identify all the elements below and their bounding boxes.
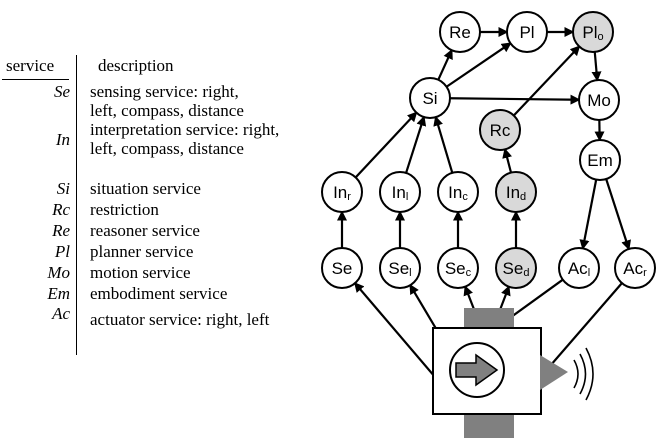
node-rc: Rc (479, 109, 521, 151)
node-inc-label: Inc (448, 183, 468, 204)
signal-wave-2 (579, 353, 587, 395)
node-ind-circle (495, 171, 537, 213)
node-pl-label: Pl (519, 23, 534, 42)
legend-desc-em: embodiment service (90, 284, 228, 303)
node-inl-circle (379, 171, 421, 213)
node-inr-label: Inr (333, 183, 351, 204)
node-si: Si (409, 77, 451, 119)
legend-table: service description Se sensing service: … (2, 55, 280, 355)
node-sel-circle (379, 247, 421, 289)
node-em-label: Em (587, 151, 613, 170)
node-inl: Inl (379, 171, 421, 213)
node-sel: Sel (379, 247, 421, 289)
legend-column-divider (76, 55, 77, 355)
node-sed: Sed (495, 247, 537, 289)
legend-abbr-se: Se (53, 82, 70, 101)
node-re: Re (439, 11, 481, 53)
edge-em-to-acr (605, 178, 631, 251)
node-rc-circle (479, 109, 521, 151)
edge-rc-to-plo (512, 45, 581, 117)
edge-inc-to-si (433, 115, 454, 174)
node-plo-label: Plo (582, 23, 603, 44)
legend-desc-in: interpretation service: right,left, comp… (90, 120, 280, 158)
node-pl: Pl (506, 11, 548, 53)
legend-desc-se: sensing service: right,left, compass, di… (90, 82, 244, 120)
node-acr-label: Acr (623, 259, 647, 280)
node-si-label: Si (422, 89, 437, 108)
legend-abbr-em: Em (47, 284, 70, 303)
node-mo-circle (578, 79, 620, 121)
legend-header-description: description (98, 56, 174, 75)
node-re-circle (439, 11, 481, 53)
node-sed-circle (495, 247, 537, 289)
node-acl-circle (558, 247, 600, 289)
node-inr: Inr (321, 171, 363, 213)
signal-wave-3 (585, 347, 594, 401)
edge-si-to-pl (445, 42, 512, 88)
legend-header-service: service (6, 56, 55, 75)
node-acr: Acr (614, 247, 656, 289)
node-acr-circle (614, 247, 656, 289)
node-inc-circle (437, 171, 479, 213)
node-rc-label: Rc (490, 121, 511, 140)
legend-header-divider (2, 79, 69, 80)
node-em-circle (579, 139, 621, 181)
node-sec-label: Sec (445, 259, 472, 280)
node-inl-label: Inl (392, 183, 409, 204)
edge-plo-to-mo (591, 51, 602, 82)
legend-abbr-pl: Pl (54, 242, 70, 261)
legend-desc-si: situation service (90, 179, 201, 198)
legend-abbr-ac: Ac (52, 304, 70, 323)
edge-inr-to-si (354, 111, 418, 179)
node-plo: Plo (572, 11, 614, 53)
node-em: Em (579, 139, 621, 181)
node-sel-label: Sel (388, 259, 411, 280)
edge-em-to-acl (579, 179, 598, 250)
node-ind: Ind (495, 171, 537, 213)
node-pl-circle (506, 11, 548, 53)
legend-desc-rc: restriction (90, 200, 159, 219)
node-se-circle (321, 247, 363, 289)
node-se-label: Se (332, 259, 353, 278)
legend-abbr-in: In (55, 130, 70, 149)
node-sec-circle (437, 247, 479, 289)
legend-abbr-rc: Rc (52, 200, 70, 219)
node-mo-label: Mo (587, 91, 611, 110)
edge-si-to-re (437, 48, 453, 81)
legend-abbr-re: Re (52, 221, 70, 240)
node-re-label: Re (449, 23, 471, 42)
node-sed-label: Sed (503, 259, 530, 280)
node-si-circle (409, 77, 451, 119)
robot (432, 308, 594, 438)
signal-wave-1 (573, 359, 579, 389)
legend-abbr-mo: Mo (47, 263, 70, 282)
legend-desc-pl: planner service (90, 242, 194, 261)
edge-si-to-mo (449, 94, 581, 105)
edge-inl-to-si (405, 115, 427, 174)
node-acl-label: Acl (568, 259, 590, 280)
legend-desc-ac: actuator service: right, left (90, 310, 270, 329)
robot-range-sensor (540, 355, 568, 390)
node-mo: Mo (578, 79, 620, 121)
node-ind-label: Ind (506, 183, 526, 204)
node-inr-circle (321, 171, 363, 213)
legend-abbr-si: Si (56, 179, 70, 198)
heading-arrow-icon (455, 353, 499, 387)
node-plo-circle (572, 11, 614, 53)
legend-desc-mo: motion service (90, 263, 191, 282)
node-sec: Sec (437, 247, 479, 289)
node-acl: Acl (558, 247, 600, 289)
node-se: Se (321, 247, 363, 289)
node-inc: Inc (437, 171, 479, 213)
legend-desc-re: reasoner service (90, 221, 200, 240)
edge-ind-to-rc (502, 147, 513, 173)
